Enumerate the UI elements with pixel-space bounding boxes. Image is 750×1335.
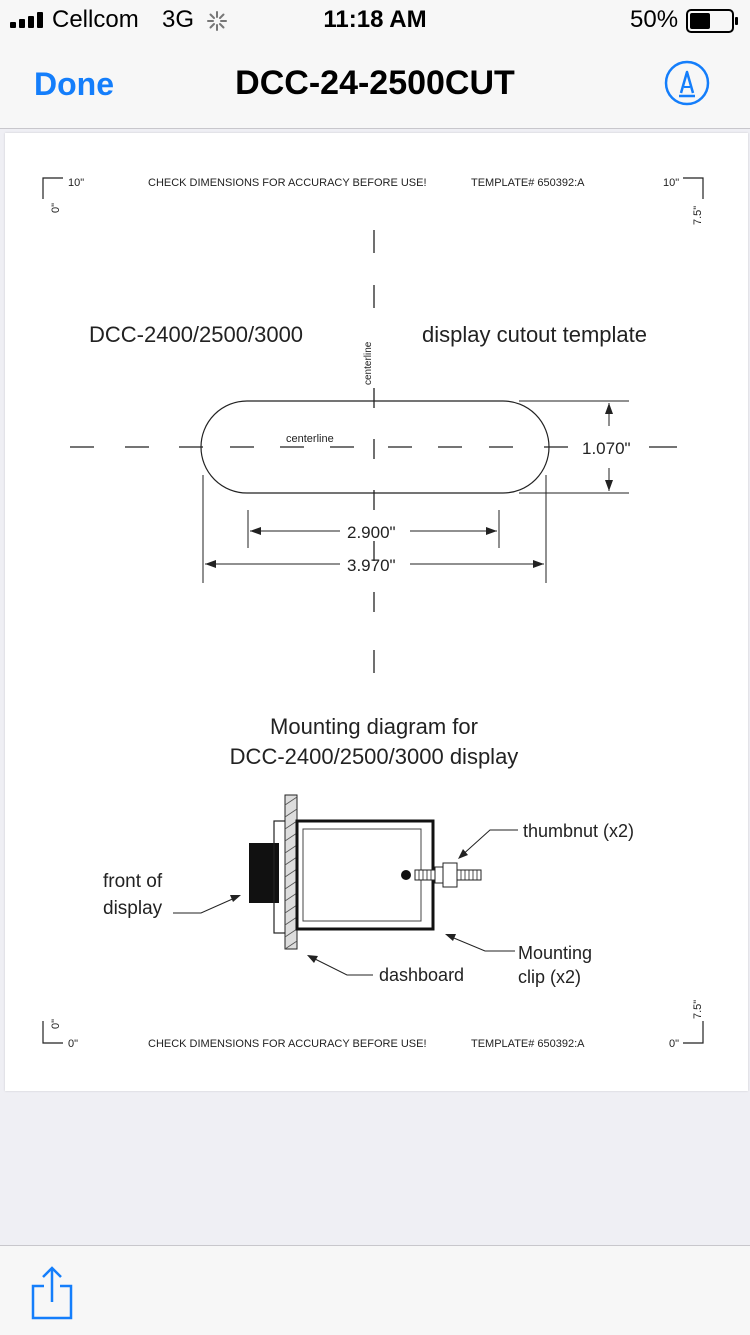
- template-title: display cutout template: [422, 322, 647, 347]
- display-body: [295, 819, 435, 931]
- corner-mark-top-right: [683, 177, 704, 199]
- corner-label-bottom-right: 0": [669, 1038, 679, 1050]
- cutout-outline: [200, 400, 550, 494]
- done-button[interactable]: Done: [34, 66, 114, 102]
- header-template-number: TEMPLATE# 650392:A: [471, 177, 585, 189]
- outer-width-label: 3.970": [347, 556, 396, 575]
- signal-icon: [10, 12, 43, 28]
- status-bar: Cellcom 3G 11:18 AM 50%: [0, 0, 750, 40]
- corner-side-top-right: 7.5": [692, 206, 704, 225]
- header-warning: CHECK DIMENSIONS FOR ACCURACY BEFORE USE…: [148, 177, 427, 189]
- corner-label-top-right: 10": [663, 177, 679, 189]
- mounting-title-line-1: Mounting diagram for: [270, 714, 478, 739]
- carrier-name: Cellcom: [52, 6, 139, 33]
- battery-percent: 50%: [630, 6, 679, 33]
- corner-label-bottom-left: 0": [68, 1038, 78, 1050]
- inner-width-dimension: [247, 510, 500, 548]
- front-of-display-label-1: front of: [103, 871, 163, 892]
- network-type: 3G: [162, 6, 195, 33]
- bottom-toolbar: [0, 1245, 750, 1335]
- leader-lines: [173, 829, 518, 976]
- navigation-bar: Done DCC-24-2500CUT: [0, 40, 750, 129]
- outer-width-dimension: [202, 475, 547, 583]
- page-title: DCC-24-2500CUT: [235, 64, 515, 102]
- corner-mark-top-left: [42, 177, 63, 199]
- document-page: 10" 0" 10" 7.5" CHECK DIMENSIONS FOR ACC…: [5, 133, 748, 1091]
- thumbnut: [442, 862, 458, 888]
- corner-mark-bottom-right: [683, 1021, 704, 1044]
- clock: 11:18 AM: [323, 6, 427, 33]
- template-drawing: 10" 0" 10" 7.5" CHECK DIMENSIONS FOR ACC…: [42, 177, 704, 1050]
- footer-warning: CHECK DIMENSIONS FOR ACCURACY BEFORE USE…: [148, 1038, 427, 1050]
- corner-label-top-left: 10": [68, 177, 84, 189]
- inner-width-label: 2.900": [347, 523, 396, 542]
- front-of-display-label-2: display: [103, 898, 163, 919]
- mounting-clip-label-2: clip (x2): [518, 967, 581, 987]
- centerline-label-vertical: centerline: [363, 341, 374, 385]
- thumbnut-label: thumbnut (x2): [523, 821, 634, 841]
- centerline-label-horizontal: centerline: [286, 433, 334, 445]
- corner-side-top-left: 0": [50, 203, 62, 213]
- activity-spinner-icon: [207, 11, 227, 31]
- dashboard-panel: [284, 794, 298, 950]
- share-icon[interactable]: [30, 1264, 74, 1320]
- model-title: DCC-2400/2500/3000: [89, 322, 303, 347]
- markup-icon[interactable]: [664, 60, 710, 106]
- battery-icon: [686, 9, 738, 33]
- mounting-clip-label-1: Mounting: [518, 943, 592, 963]
- dashboard-label: dashboard: [379, 965, 464, 985]
- corner-side-bottom-left: 0": [50, 1019, 62, 1029]
- footer-template-number: TEMPLATE# 650392:A: [471, 1038, 585, 1050]
- mounting-diagram: [249, 794, 482, 950]
- mounting-title-line-2: DCC-2400/2500/3000 display: [230, 744, 519, 769]
- corner-side-bottom-right: 7.5": [692, 1000, 704, 1019]
- corner-mark-bottom-left: [42, 1021, 63, 1044]
- height-dimension-label: 1.070": [582, 439, 631, 458]
